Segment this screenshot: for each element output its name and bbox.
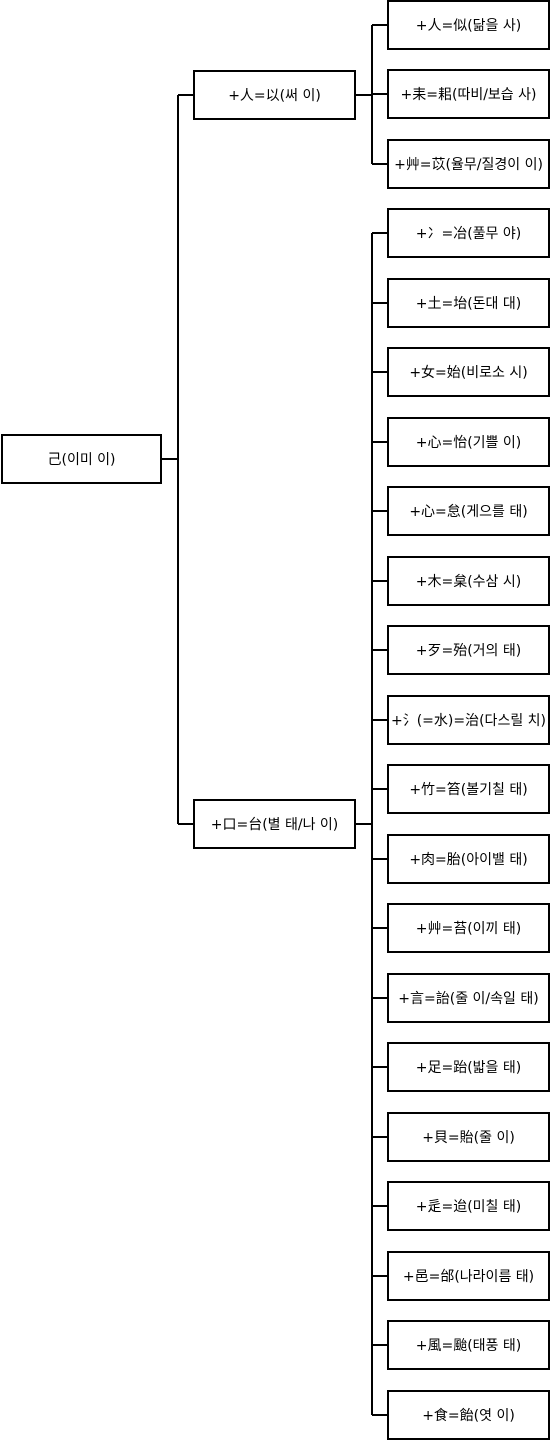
leaf-node: +風=颱(태풍 태) [387, 1320, 550, 1370]
branch-node-1: +人=以(써 이) [193, 70, 356, 120]
leaf-node: +心=怡(기쁠 이) [387, 417, 550, 467]
leaf-label: +艸=苔(이끼 태) [415, 921, 522, 937]
leaf-node: +言=詒(줄 이/속일 태) [387, 973, 550, 1023]
leaf-node: +木=枲(수삼 시) [387, 556, 550, 606]
leaf-node: +女=始(비로소 시) [387, 347, 550, 397]
leaf-label: +氵(=水)=治(다스릴 치) [390, 713, 546, 729]
leaf-node: +肉=胎(아이밸 태) [387, 834, 550, 884]
branch-label-2: +口=台(별 태/나 이) [210, 817, 339, 833]
leaf-label: +耒=耜(따비/보습 사) [400, 87, 537, 103]
leaf-node: +食=飴(엿 이) [387, 1390, 550, 1440]
branch-label-1: +人=以(써 이) [228, 88, 321, 104]
leaf-label: +食=飴(엿 이) [422, 1408, 515, 1424]
leaf-node: +足=跆(밟을 태) [387, 1042, 550, 1092]
leaf-node: +貝=貽(줄 이) [387, 1112, 550, 1162]
leaf-node: +辵=迨(미칠 태) [387, 1181, 550, 1231]
leaf-node: +歹=殆(거의 태) [387, 625, 550, 675]
leaf-node: +土=坮(돈대 대) [387, 278, 550, 328]
leaf-node: +耒=耜(따비/보습 사) [387, 69, 550, 119]
leaf-label: +艸=苡(율무/질경이 이) [394, 157, 543, 173]
leaf-label: +風=颱(태풍 태) [415, 1338, 522, 1354]
leaf-node: +艸=苡(율무/질경이 이) [387, 139, 550, 189]
branch-node-2: +口=台(별 태/나 이) [193, 799, 356, 849]
leaf-node: +人=似(닮을 사) [387, 0, 550, 50]
leaf-label: +木=枲(수삼 시) [415, 574, 522, 590]
leaf-node: +艸=苔(이끼 태) [387, 903, 550, 953]
root-label: 己(이미 이) [47, 452, 116, 468]
leaf-label: +竹=笞(볼기칠 태) [409, 782, 528, 798]
leaf-label: +言=詒(줄 이/속일 태) [398, 991, 539, 1007]
leaf-label: +土=坮(돈대 대) [415, 296, 522, 312]
leaf-node: +冫=冶(풀무 야) [387, 208, 550, 258]
leaf-node: +竹=笞(볼기칠 태) [387, 764, 550, 814]
leaf-label: +邑=邰(나라이름 태) [402, 1269, 535, 1285]
leaf-label: +歹=殆(거의 태) [415, 643, 522, 659]
leaf-label: +冫=冶(풀무 야) [415, 226, 522, 242]
leaf-node: +邑=邰(나라이름 태) [387, 1251, 550, 1301]
leaf-label: +心=怠(게으를 태) [409, 504, 528, 520]
leaf-label: +心=怡(기쁠 이) [415, 435, 522, 451]
root-node: 己(이미 이) [1, 434, 162, 484]
leaf-node: +氵(=水)=治(다스릴 치) [387, 695, 550, 745]
leaf-label: +人=似(닮을 사) [415, 18, 522, 34]
leaf-label: +辵=迨(미칠 태) [415, 1199, 522, 1215]
leaf-node: +心=怠(게으를 태) [387, 486, 550, 536]
leaf-label: +貝=貽(줄 이) [422, 1130, 515, 1146]
leaf-label: +女=始(비로소 시) [409, 365, 528, 381]
leaf-label: +肉=胎(아이밸 태) [409, 852, 528, 868]
leaf-label: +足=跆(밟을 태) [415, 1060, 522, 1076]
